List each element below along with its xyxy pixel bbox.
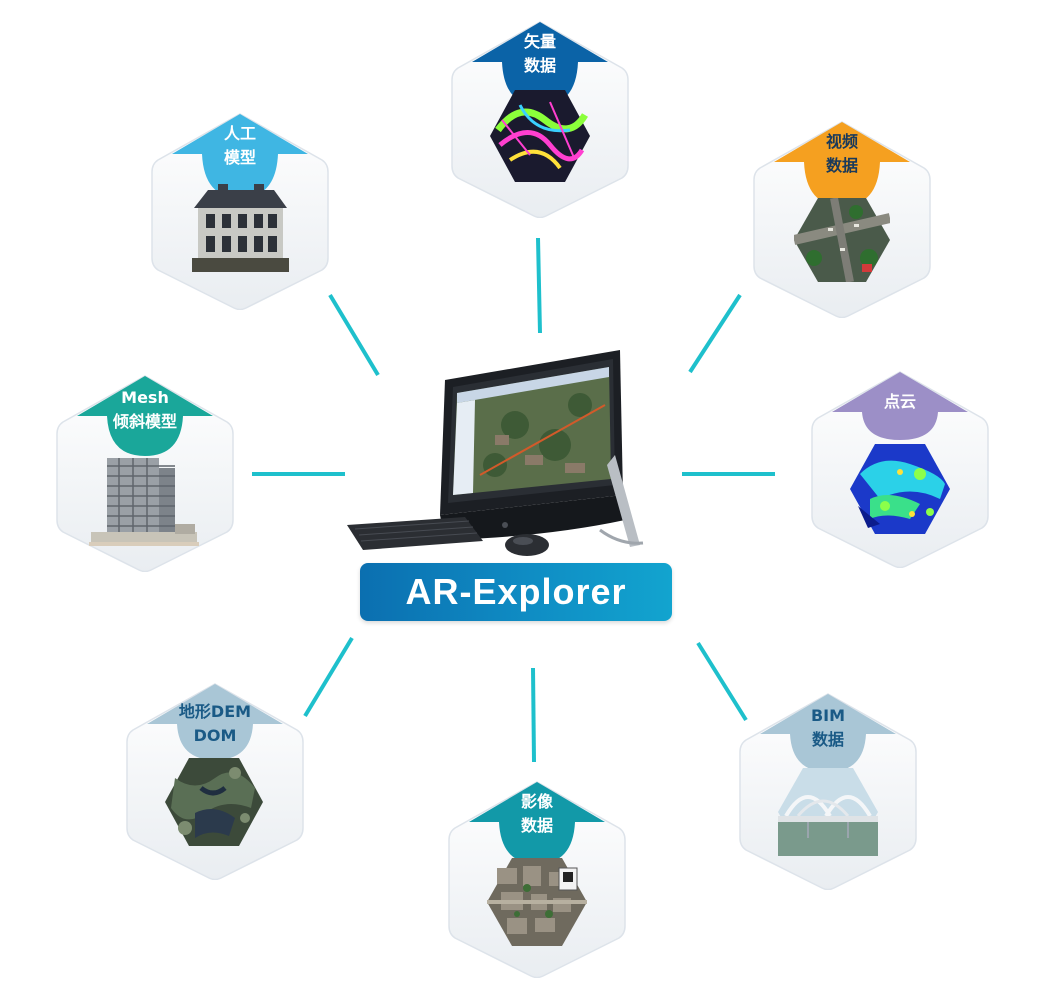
- label-line-1: Mesh: [121, 388, 169, 407]
- label-line-1: 人工: [223, 124, 256, 143]
- point-cloud-icon: [850, 444, 950, 534]
- label-line-2: 模型: [223, 148, 256, 167]
- satellite-image-icon: [487, 858, 587, 946]
- label-line-1: BIM: [810, 706, 846, 725]
- label-line-1: 矢量: [523, 32, 556, 51]
- node-vector-data: 矢量 数据: [450, 18, 630, 218]
- label-line-2: DOM: [193, 726, 237, 745]
- connector-bim: [696, 641, 748, 722]
- node-label: 点云: [810, 390, 990, 414]
- video-frame-icon: [794, 198, 890, 282]
- app-title: AR-Explorer: [405, 571, 627, 612]
- node-label: BIM 数据: [738, 704, 918, 752]
- node-label: 矢量 数据: [450, 30, 630, 78]
- bridge-icon: [778, 768, 878, 856]
- connector-vector: [536, 237, 542, 334]
- node-label: 视频 数据: [752, 130, 932, 178]
- label-line-2: 数据: [520, 816, 553, 835]
- node-bim-data: BIM 数据: [738, 690, 918, 890]
- label-line-2: 数据: [523, 56, 556, 75]
- label-line-2: 倾斜模型: [112, 412, 177, 431]
- node-mesh-model: Mesh 倾斜模型: [55, 372, 235, 572]
- building-icon: [192, 184, 289, 272]
- node-artificial-model: 人工 模型: [150, 110, 330, 310]
- label-line-1: 地形DEM: [178, 702, 252, 721]
- label-line-2: 数据: [825, 156, 858, 175]
- connector-image: [531, 667, 536, 763]
- desktop-computer-illustration: [347, 350, 644, 556]
- node-label: 影像 数据: [447, 790, 627, 838]
- connector-video: [688, 293, 742, 374]
- node-label: Mesh 倾斜模型: [55, 386, 235, 434]
- label-line-2: 数据: [811, 730, 844, 749]
- label-line-1: 点云: [883, 392, 916, 411]
- label-line-1: 视频: [825, 132, 858, 151]
- vector-map-icon: [490, 90, 590, 182]
- label-line-1: 影像: [520, 792, 553, 811]
- node-image-data: 影像 数据: [447, 778, 627, 978]
- node-point-cloud: 点云: [810, 368, 990, 568]
- node-terrain-dem: 地形DEM DOM: [125, 680, 305, 880]
- connector-model: [328, 293, 380, 377]
- terrain-icon: [165, 758, 263, 846]
- app-title-banner: AR-Explorer: [360, 563, 672, 621]
- node-label: 地形DEM DOM: [125, 700, 305, 748]
- tower-block-icon: [89, 458, 199, 546]
- node-label: 人工 模型: [150, 122, 330, 170]
- node-video-data: 视频 数据: [752, 118, 932, 318]
- connector-dem: [303, 636, 354, 718]
